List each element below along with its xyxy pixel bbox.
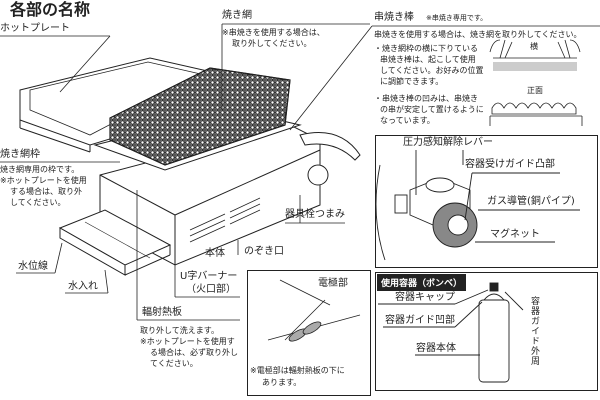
body-label: 本体 (205, 248, 225, 259)
skewer-bullet1-line: ・焼き網枠の横に下りている (374, 44, 478, 53)
water-tray-drawing (58, 209, 172, 276)
skewer-bullet1-line: してください。お好みの位置 (380, 66, 484, 75)
electrode-note-line: ※電極部は輻射熱板の下に (250, 366, 345, 375)
skewer-bullet2-line: の串が安定して置けるように (380, 105, 484, 114)
canister-inset (375, 272, 598, 391)
grill-net-note-2: 取り外してください。 (232, 39, 312, 48)
magnet-label: マグネット (490, 229, 540, 240)
skewer-bullet2-line: なっています。 (380, 116, 435, 125)
electrode-inset-drawing (267, 279, 361, 342)
canister-body-label: 容器本体 (416, 343, 456, 354)
skewer-views (489, 39, 583, 126)
skewer-bar-label: 串焼き棒 (374, 12, 414, 23)
skewer-bullet1-line: 串焼き棒は、起こして使用 (380, 55, 476, 64)
grill-net-note-1: ※串焼きを使用する場合は、 (222, 28, 325, 37)
side-view-label: 横 (530, 42, 538, 51)
gas-pipe-label: ガス導管(銅パイプ) (487, 196, 575, 207)
guide-convex-label: 容器受けガイド凸部 (465, 159, 555, 170)
grill-frame-note-line: 焼き網専用の枠です。 (0, 165, 80, 174)
pressure-lever-label: 圧力感知解除レバー (403, 137, 493, 148)
hot-plate-drawing (19, 57, 213, 153)
radiant-plate-note-line: ※ホットプレートを使用す (140, 337, 235, 346)
canister-guide-outer-label: 容器ガイド外周 (529, 296, 539, 366)
skewer-bullet2-line: ・串焼き棒の凹みは、串焼き (374, 94, 478, 103)
grill-frame-note-line: してください。 (10, 198, 66, 207)
grill-net-drawing (93, 67, 302, 171)
water-line-label: 水位線 (18, 261, 48, 272)
burner-sublabel: （火口部） (186, 284, 236, 295)
body-drawing (99, 124, 361, 266)
skewer-bullet1-line: に調節できます。 (380, 77, 444, 86)
canister-guide-concave-label: 容器ガイド凹部 (385, 315, 455, 326)
grill-frame-note-line: する場合は、取り外 (10, 187, 82, 196)
peephole-label: のぞき口 (244, 246, 284, 257)
grill-frame-label: 焼き網枠 (0, 149, 40, 160)
page-title: 各部の名称 (10, 0, 91, 19)
electrode-inset (247, 270, 371, 396)
canister-cap-label: 容器キャップ (395, 292, 455, 303)
radiant-plate-note-line: る場合は、必ず取り外し (150, 348, 238, 357)
grill-frame-note-line: ※ホットプレートを使用 (0, 176, 87, 185)
front-view-label: 正面 (527, 86, 543, 95)
electrode-note-line: あります。 (262, 378, 302, 387)
radiant-plate-note-line: 取り外して洗えます。 (140, 326, 219, 335)
skewer-bar-note: ※串焼き専用です。 (426, 14, 488, 22)
leader-lines (0, 23, 600, 321)
canister-drawing (378, 282, 524, 383)
water-tray-label: 水入れ (68, 281, 98, 292)
radiant-plate-note-line: てください。 (150, 359, 198, 368)
valve-inset (375, 135, 598, 268)
skewer-desc: 串焼きを使用する場合は、焼き網を取り外してください。 (374, 30, 582, 39)
radiant-plate-label: 輻射熱板 (142, 307, 182, 318)
knob-label: 器具栓つまみ (285, 209, 345, 220)
grill-net-label: 焼き網 (222, 10, 252, 21)
burner-label: U字バーナー (180, 271, 238, 282)
hot-plate-label: ホットプレート (0, 23, 70, 34)
valve-inset-drawing (375, 150, 580, 261)
electrode-label: 電極部 (318, 278, 348, 289)
canister-title: 使用容器（ボンベ） (377, 274, 467, 291)
